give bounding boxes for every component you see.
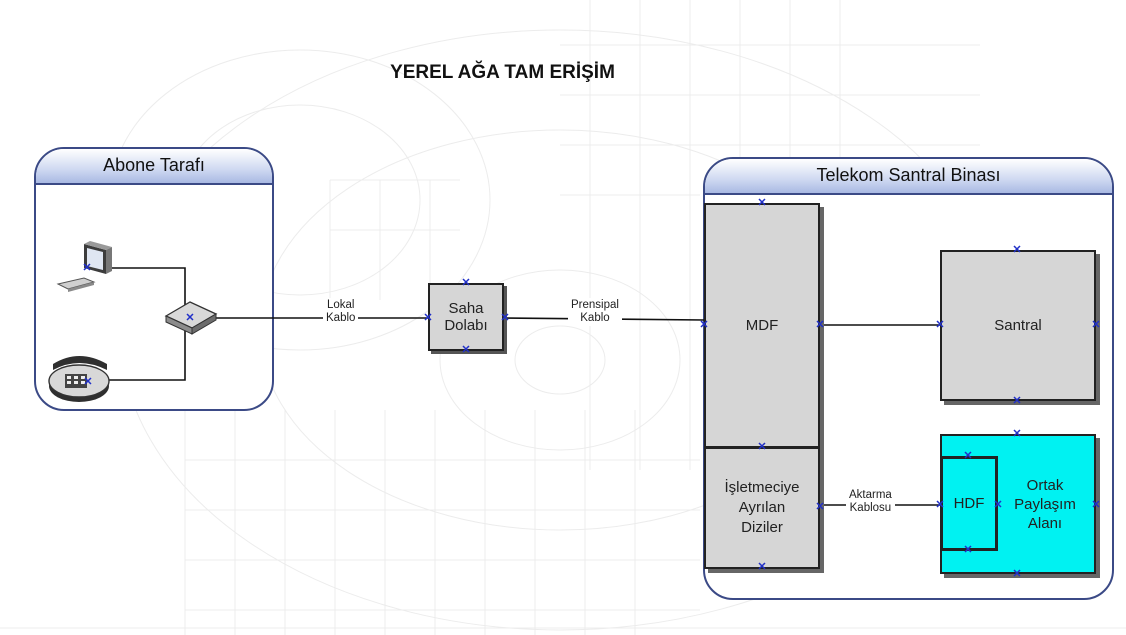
- shared-area-label: Ortak Paylaşım Alanı: [1014, 476, 1076, 532]
- connection-point-icon: ✕: [815, 319, 825, 331]
- local-cable-label: Lokal Kablo: [323, 298, 359, 326]
- main-cable-label: Prensipal Kablo: [568, 298, 622, 326]
- connection-point-icon: ✕: [815, 501, 825, 513]
- connection-point-icon: ✕: [82, 262, 92, 274]
- connection-point-icon: ✕: [993, 499, 1003, 511]
- connection-point-icon: ✕: [757, 197, 767, 209]
- connection-point-icon: ✕: [1091, 319, 1101, 331]
- exchange-label: Santral: [994, 317, 1042, 334]
- connection-point-icon: ✕: [1012, 568, 1022, 580]
- computer-icon: [56, 241, 112, 292]
- hdf-label: HDF: [953, 495, 985, 512]
- phone-connector: [96, 322, 186, 381]
- subscriber-side-header: Abone Tarafı: [36, 149, 272, 185]
- connection-point-icon: ✕: [83, 376, 93, 388]
- connection-point-icon: ✕: [757, 441, 767, 453]
- connection-point-icon: ✕: [500, 312, 510, 324]
- connection-point-icon: ✕: [757, 561, 767, 573]
- telephone-icon: [48, 356, 110, 402]
- subscriber-side-group: Abone Tarafı: [34, 147, 274, 411]
- operator-arrays-node: İşletmeciye Ayrılan Diziler: [704, 447, 820, 569]
- connection-point-icon: ✕: [1012, 395, 1022, 407]
- connection-point-icon: ✕: [935, 499, 945, 511]
- computer-connector: [92, 267, 186, 316]
- diagram-title: YEREL AĞA TAM ERİŞİM: [390, 62, 615, 83]
- exchange-node: Santral: [940, 250, 1096, 401]
- tie-cable-label: Aktarma Kablosu: [846, 488, 895, 516]
- connection-point-icon: ✕: [1012, 244, 1022, 256]
- connection-point-icon: ✕: [1012, 428, 1022, 440]
- exchange-building-header: Telekom Santral Binası: [705, 159, 1112, 195]
- connection-point-icon: ✕: [423, 312, 433, 324]
- connection-point-icon: ✕: [963, 450, 973, 462]
- operator-arrays-label: İşletmeciye Ayrılan Diziler: [724, 479, 800, 536]
- connection-point-icon: ✕: [1091, 499, 1101, 511]
- street-cabinet-label: Saha Dolabı: [444, 300, 488, 334]
- hdf-node: HDF: [940, 456, 998, 551]
- connection-point-icon: ✕: [461, 344, 471, 356]
- connection-point-icon: ✕: [935, 319, 945, 331]
- connection-point-icon: ✕: [699, 319, 709, 331]
- connection-point-icon: ✕: [461, 277, 471, 289]
- router-icon: [164, 301, 218, 335]
- mdf-node: MDF: [704, 203, 820, 448]
- mdf-label: MDF: [745, 317, 779, 334]
- connection-point-icon: ✕: [185, 312, 195, 324]
- street-cabinet-node: Saha Dolabı: [428, 283, 504, 351]
- connection-point-icon: ✕: [963, 544, 973, 556]
